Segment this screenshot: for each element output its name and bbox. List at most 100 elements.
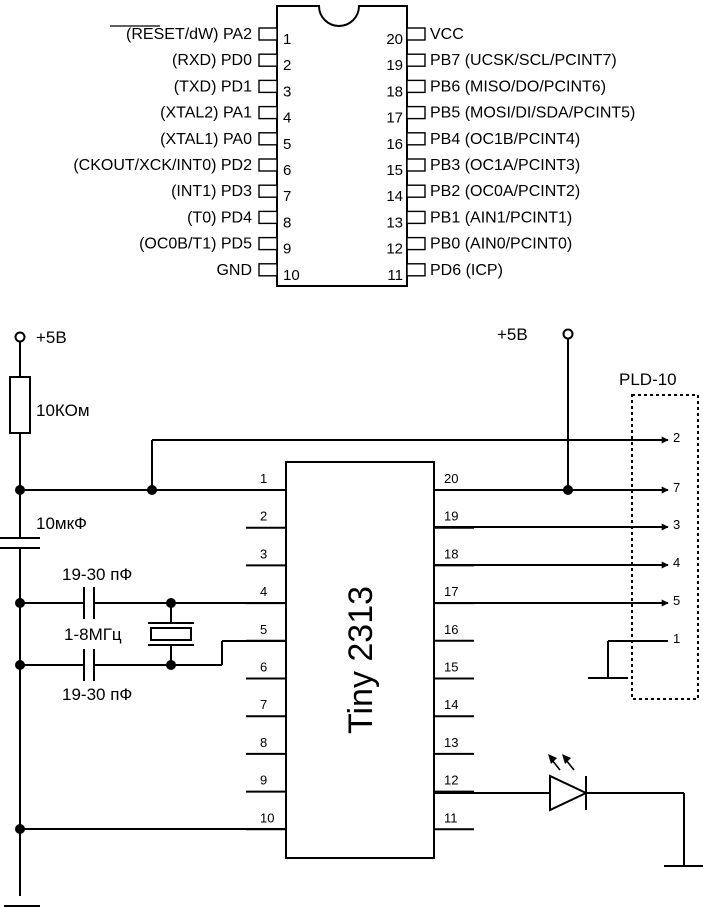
junction-dot [15, 660, 25, 670]
chip-body [285, 461, 435, 859]
pin-label: (TXD) PD1 [174, 78, 252, 95]
pin-box [258, 132, 278, 146]
crystal-label: 1-8МГц [64, 625, 122, 644]
pin-box [258, 236, 278, 251]
connector-pin-number: 1 [673, 631, 680, 646]
junction-dot [15, 485, 25, 495]
connector-pin-number: 5 [673, 593, 680, 608]
pin-number: 3 [283, 83, 291, 100]
junction-dot [563, 485, 573, 495]
pin-box [258, 79, 278, 94]
pin-label: PB4 (OC1B/PCINT4) [430, 131, 580, 148]
pin-label: PB0 (AIN0/PCINT0) [430, 236, 572, 253]
chip-pin-number: 8 [260, 735, 267, 750]
chip-pin-number: 2 [260, 509, 267, 524]
pin-label: PB7 (UCSK/SCL/PCINT7) [430, 52, 617, 69]
chip-pin-number: 13 [444, 735, 458, 750]
pin-label: (INT1) PD3 [171, 183, 252, 200]
junction-dot [147, 485, 157, 495]
pin-number: 6 [283, 162, 291, 179]
pin-box [406, 27, 426, 41]
pin-label: PB3 (OC1A/PCINT3) [430, 157, 580, 174]
chip-pin-number: 11 [444, 810, 458, 825]
pin-number: 9 [283, 241, 291, 258]
chip-pin-number: 9 [260, 773, 267, 788]
crystal-symbol [148, 603, 194, 665]
pin-label: (CKOUT/XCK/INT0) PD2 [73, 157, 252, 174]
chip-pin-number: 17 [444, 584, 458, 599]
resistor-symbol [9, 376, 31, 434]
capacitor-top-label: 19-30 пФ [62, 565, 132, 584]
pin-number: 17 [386, 110, 403, 127]
led-symbol [548, 754, 589, 812]
chip-pin-number: 15 [444, 660, 458, 675]
pin-box [406, 105, 426, 120]
pin-box [258, 184, 278, 198]
chip-pin-number: 6 [260, 660, 267, 675]
pin-number: 14 [386, 188, 403, 205]
pin-number: 10 [283, 267, 300, 284]
pin-label: GND [216, 262, 252, 279]
connector-pin-number: 4 [673, 555, 680, 570]
pin-label: VCC [430, 26, 464, 43]
capacitor-bottom-label: 19-30 пФ [62, 685, 132, 704]
connector-pld10 [631, 394, 699, 700]
pin-label: PD6 (ICP) [430, 262, 503, 279]
chip-pin-number: 4 [260, 584, 267, 599]
pin-number: 2 [283, 57, 291, 74]
junction-dot [166, 660, 176, 670]
pin-number: 20 [386, 31, 403, 48]
junction-dot [15, 598, 25, 608]
capacitor-top-symbol [83, 587, 95, 619]
dip-package-outline [276, 5, 408, 287]
pin-box [258, 210, 278, 225]
connector-label: PLD-10 [619, 370, 677, 389]
capacitor-bottom-symbol [83, 649, 95, 681]
pin-number: 1 [283, 31, 291, 48]
chip-pin-number: 19 [444, 509, 458, 524]
pin-number: 11 [387, 267, 403, 284]
chip-pin-number: 7 [260, 697, 267, 712]
pin-label: PB5 (MOSI/DI/SDA/PCINT5) [430, 105, 635, 122]
pin-number: 8 [283, 214, 291, 231]
chip-pin-number: 10 [260, 810, 274, 825]
pin-box [258, 105, 278, 120]
junction-dot [15, 824, 25, 834]
supply-label-right: +5В [497, 325, 528, 344]
pin-box [406, 53, 426, 67]
supply-terminal-right [562, 328, 574, 340]
pin-box [406, 79, 426, 94]
connector-pin-number: 3 [673, 517, 680, 532]
pin-box [258, 53, 278, 67]
junction-dot [166, 598, 176, 608]
pin-box [258, 27, 278, 41]
supply-label-left: +5В [36, 328, 67, 347]
pin-number: 12 [386, 241, 403, 258]
pin-label: (XTAL1) PA0 [160, 131, 252, 148]
pin-label: (XTAL2) PA1 [160, 105, 252, 122]
pin-number: 19 [386, 57, 403, 74]
pin-number: 4 [283, 110, 291, 127]
supply-terminal-left [14, 331, 26, 343]
capacitor-10uf-symbol [0, 537, 40, 549]
connector-pin-number: 2 [673, 430, 680, 445]
pin-box [406, 158, 426, 172]
pin-number: 5 [283, 136, 291, 153]
chip-pin-number: 16 [444, 622, 458, 637]
pin-box [406, 132, 426, 146]
chip-pin-number: 12 [444, 773, 458, 788]
pin-box [258, 263, 278, 277]
pin-box [406, 184, 426, 198]
chip-label: Tiny 2313 [342, 586, 380, 734]
pin-label: (RXD) PD0 [172, 52, 252, 69]
chip-pin-number: 1 [260, 471, 267, 486]
pin-box [406, 210, 426, 225]
chip-pin-number: 18 [444, 546, 458, 561]
pin-number: 16 [386, 136, 403, 153]
pin-label: PB6 (MISO/DO/PCINT6) [430, 78, 606, 95]
resistor-label: 10КОм [36, 401, 90, 420]
